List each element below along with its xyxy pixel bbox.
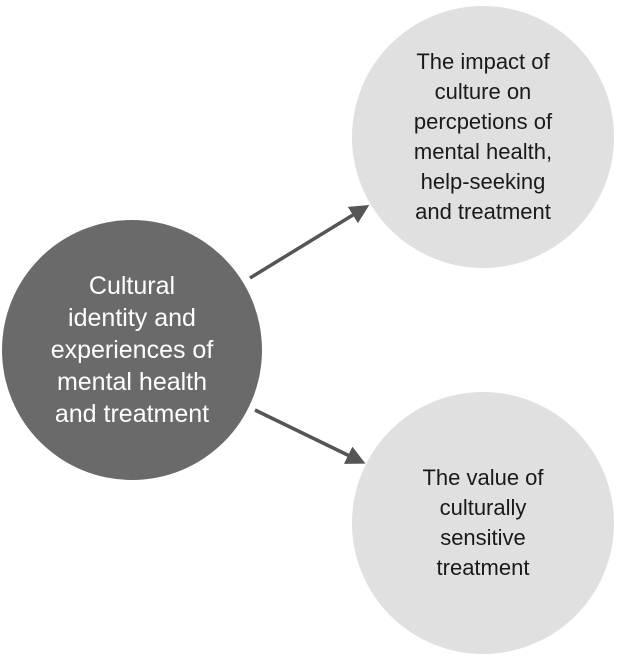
culture-impact-label: The impact of culture on percpetions of … <box>413 49 553 224</box>
arrow-to-top-node <box>249 204 370 280</box>
outcome-node-culture-impact: The impact of culture on percpetions of … <box>352 6 614 268</box>
arrow-to-bottom-node <box>254 408 366 464</box>
center-node-label: Cultural identity and experiences of men… <box>50 272 214 428</box>
outcome-node-sensitive-treatment: The value of culturally sensitive treatm… <box>352 392 614 654</box>
center-node: Cultural identity and experiences of men… <box>2 220 262 480</box>
sensitive-treatment-label: The value of culturally sensitive treatm… <box>422 465 544 580</box>
